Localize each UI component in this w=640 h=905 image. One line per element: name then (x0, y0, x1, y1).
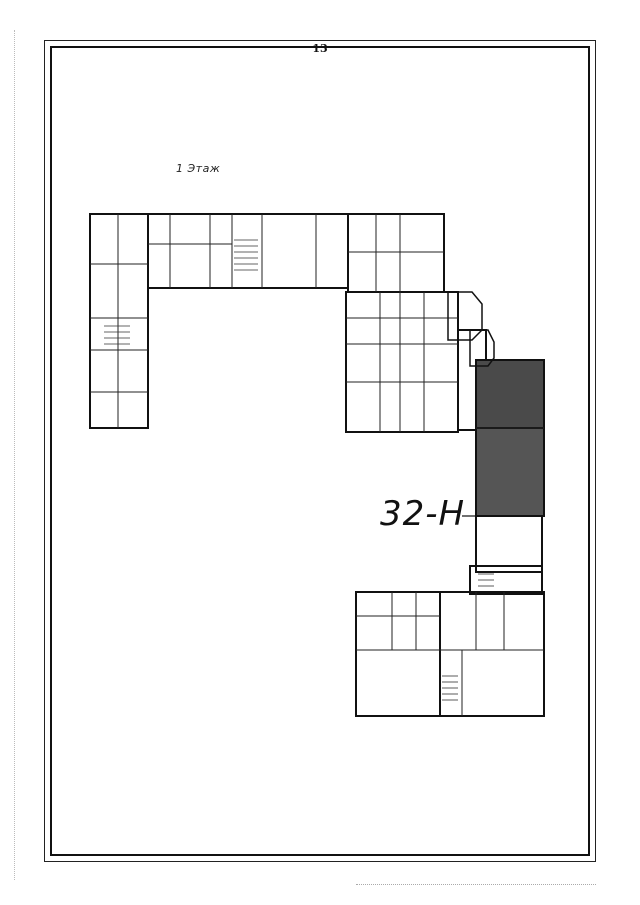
block-central-east (345, 291, 459, 433)
wing-north (147, 213, 349, 289)
outer-frame (44, 40, 596, 862)
wing-west (89, 213, 149, 429)
block-south-east (439, 591, 545, 717)
block-east-strip (475, 515, 543, 573)
left-margin-line (14, 30, 15, 880)
block-south-west (355, 591, 441, 717)
page-number: 13 (312, 42, 328, 55)
unit-highlight (475, 359, 545, 517)
block-north-east (347, 213, 445, 293)
floor-label: 1 Этаж (176, 162, 221, 175)
block-connector (469, 565, 543, 595)
bottom-dotted-line (356, 884, 596, 885)
inner-frame (50, 46, 590, 856)
unit-label: 32-Н (380, 494, 466, 534)
